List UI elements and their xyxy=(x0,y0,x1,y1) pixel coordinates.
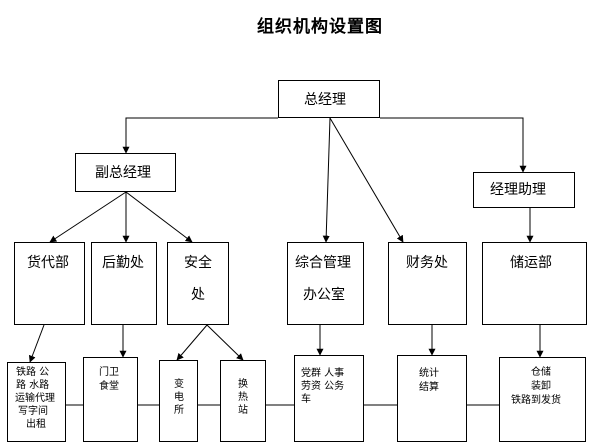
office-units-box xyxy=(294,355,364,442)
finance-unit-1: 统计 xyxy=(419,368,439,379)
gm-assistant-label: 经理助理 xyxy=(490,182,546,198)
freight-unit-4: 写字间 xyxy=(18,406,48,417)
heat-station-box xyxy=(220,360,266,442)
connector-safety-substation xyxy=(176,324,208,361)
office-unit-2: 劳资 公务 xyxy=(301,381,345,392)
connector-deputy-safety xyxy=(125,191,193,243)
substation-char-3: 所 xyxy=(174,405,184,416)
logistics-dept-label: 后勤处 xyxy=(102,255,144,271)
substation-char-1: 变 xyxy=(174,379,184,390)
freight-dept-box xyxy=(14,242,85,325)
safety-dept-label-1: 安全 xyxy=(184,255,212,271)
connector-freight-units xyxy=(28,324,45,363)
heat-station-char-3: 站 xyxy=(238,405,248,416)
storage-unit-2: 装卸 xyxy=(531,381,551,392)
logistics-units-box xyxy=(83,357,138,442)
substation-char-2: 电 xyxy=(174,392,184,403)
finance-dept-box xyxy=(388,242,467,325)
finance-units-box xyxy=(397,355,467,442)
logistics-dept-box xyxy=(91,242,157,325)
gm-assistant-box xyxy=(473,172,575,208)
freight-dept-label: 货代部 xyxy=(27,255,69,271)
office-unit-3: 车 xyxy=(301,394,311,405)
deputy-gm-label: 副总经理 xyxy=(95,165,151,181)
office-unit-1: 党群 人事 xyxy=(301,368,345,379)
general-office-label-2: 办公室 xyxy=(303,287,345,303)
connector-gm-deputy xyxy=(122,117,278,154)
freight-unit-3: 运输代理 xyxy=(15,393,55,404)
heat-station-char-1: 换 xyxy=(238,379,248,390)
connector-gm-finance xyxy=(329,117,404,243)
deputy-gm-box xyxy=(75,153,176,192)
general-manager-box xyxy=(278,80,380,118)
storage-dept-label: 储运部 xyxy=(510,255,552,271)
finance-dept-label: 财务处 xyxy=(406,255,448,271)
substation-box xyxy=(159,360,198,442)
storage-unit-1: 仓储 xyxy=(531,367,551,378)
logistics-unit-2: 食堂 xyxy=(99,381,119,392)
freight-unit-2: 路 水路 xyxy=(16,380,50,391)
general-office-box xyxy=(287,242,364,325)
general-office-label-1: 综合管理 xyxy=(295,255,351,271)
logistics-unit-1: 门卫 xyxy=(99,367,119,378)
freight-unit-5: 出租 xyxy=(26,419,46,430)
connector-safety-heat xyxy=(206,324,244,361)
storage-unit-3: 铁路到发货 xyxy=(511,395,561,406)
freight-units-box xyxy=(7,362,66,442)
freight-unit-1: 铁路 公 xyxy=(16,367,50,378)
safety-dept-label-2: 处 xyxy=(191,287,205,303)
storage-dept-box xyxy=(482,242,587,325)
storage-units-box xyxy=(499,357,586,442)
safety-dept-box xyxy=(167,242,229,325)
heat-station-char-2: 热 xyxy=(238,392,248,403)
connector-deputy-freight xyxy=(49,191,127,243)
chart-title: 组织机构设置图 xyxy=(257,17,383,37)
general-manager-label: 总经理 xyxy=(304,92,346,108)
connector-gm-assistant xyxy=(380,117,527,173)
connector-gm-office xyxy=(322,117,331,243)
finance-unit-2: 结算 xyxy=(419,382,439,393)
